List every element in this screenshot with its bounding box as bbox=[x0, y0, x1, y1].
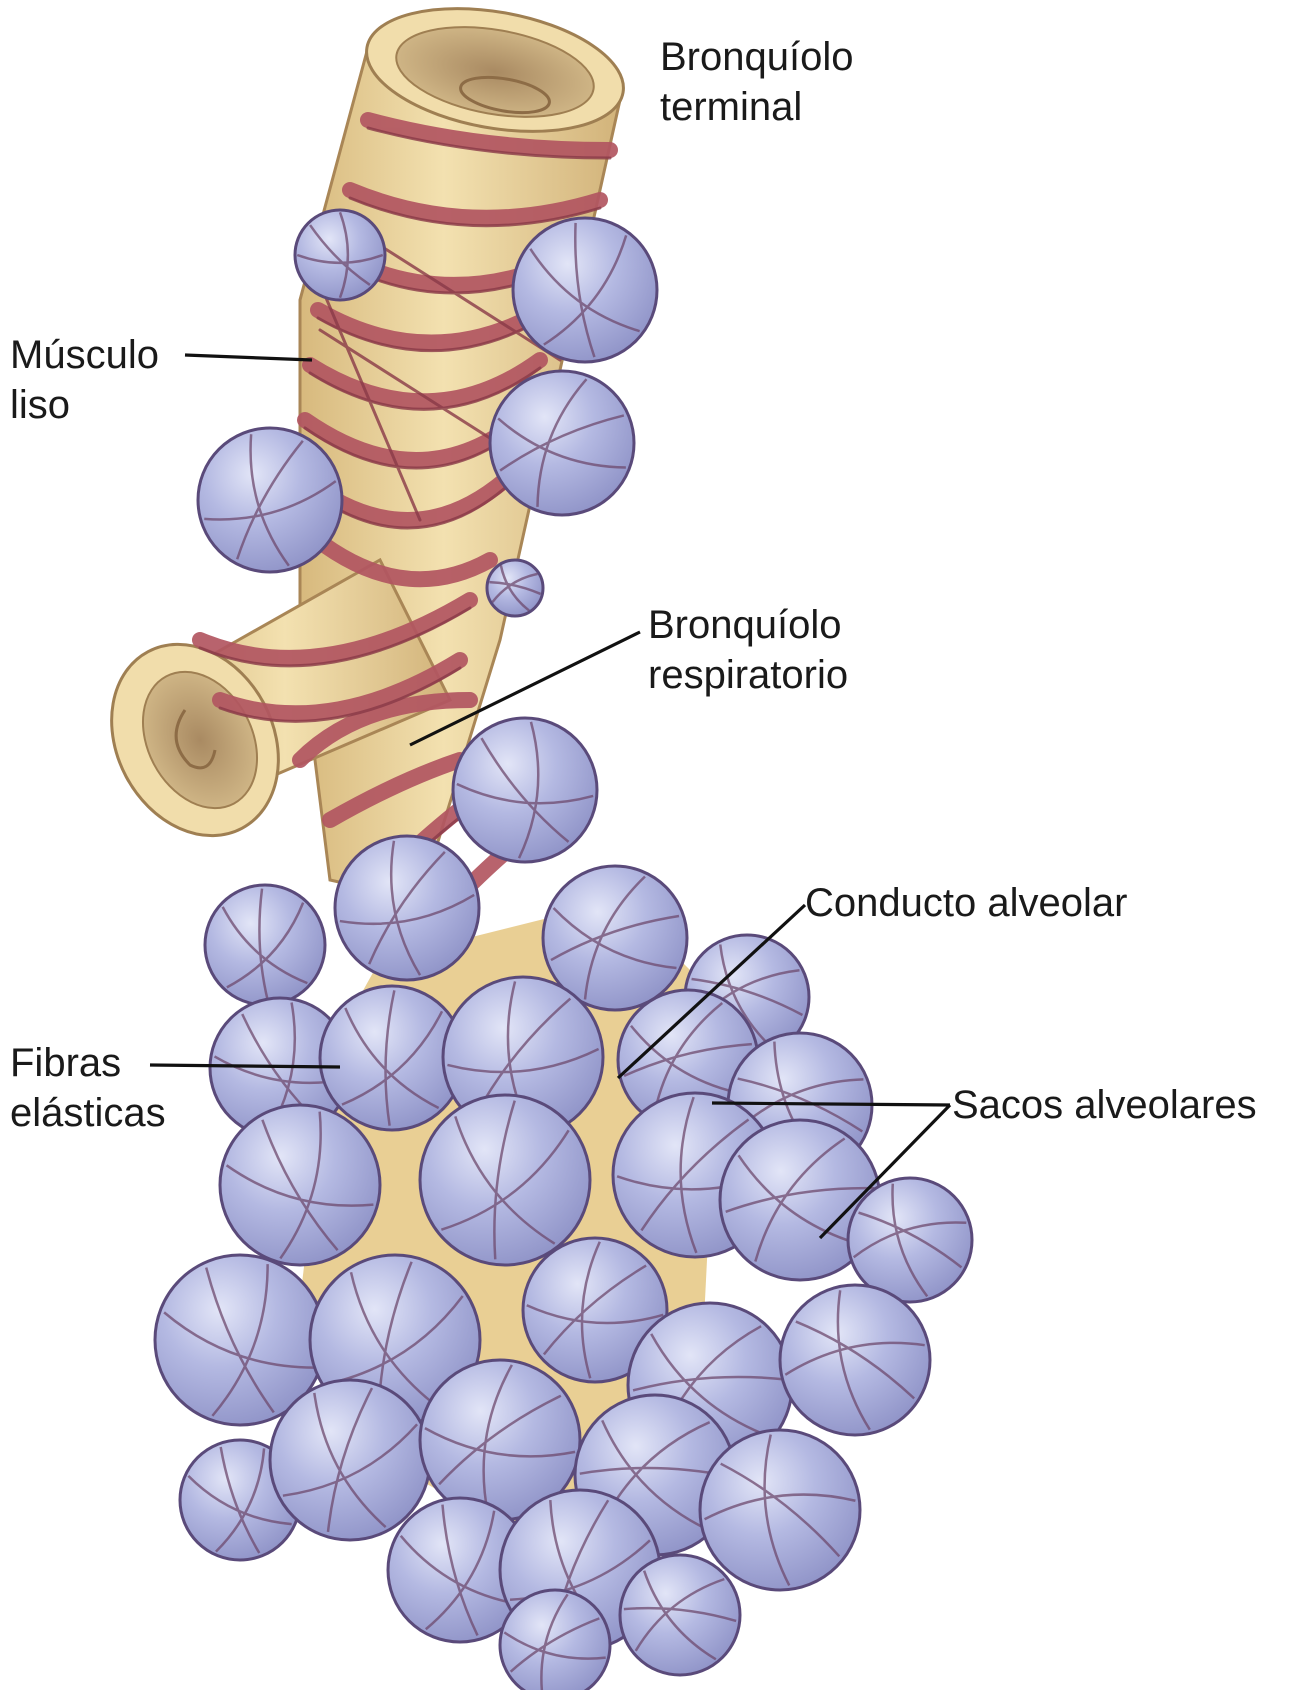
label-elastic-fibers-line2: elásticas bbox=[10, 1088, 166, 1138]
label-alveolar-sacs-line1: Sacos alveolares bbox=[952, 1080, 1257, 1130]
label-respiratory-bronchiole-line1: Bronquíolo bbox=[648, 600, 848, 650]
label-elastic-fibers-line1: Fibras bbox=[10, 1038, 166, 1088]
label-terminal-bronchiole-line2: terminal bbox=[660, 82, 853, 132]
label-elastic-fibers: Fibras elásticas bbox=[10, 1038, 166, 1138]
label-smooth-muscle: Músculo liso bbox=[10, 330, 159, 430]
leader-smooth-muscle bbox=[185, 355, 312, 360]
label-smooth-muscle-line1: Músculo bbox=[10, 330, 159, 380]
label-smooth-muscle-line2: liso bbox=[10, 380, 159, 430]
label-alveolar-sacs: Sacos alveolares bbox=[952, 1080, 1257, 1130]
label-respiratory-bronchiole: Bronquíolo respiratorio bbox=[648, 600, 848, 700]
alveolus bbox=[451, 716, 599, 864]
label-terminal-bronchiole: Bronquíolo terminal bbox=[660, 32, 853, 132]
label-alveolar-duct: Conducto alveolar bbox=[805, 878, 1127, 928]
label-respiratory-bronchiole-line2: respiratorio bbox=[648, 650, 848, 700]
alveoli-cluster bbox=[137, 194, 984, 1690]
leader-sacs-1 bbox=[712, 1103, 950, 1105]
label-terminal-bronchiole-line1: Bronquíolo bbox=[660, 32, 853, 82]
alveolus bbox=[295, 210, 385, 300]
label-alveolar-duct-line1: Conducto alveolar bbox=[805, 878, 1127, 928]
leader-elastic-fibers bbox=[150, 1065, 340, 1067]
